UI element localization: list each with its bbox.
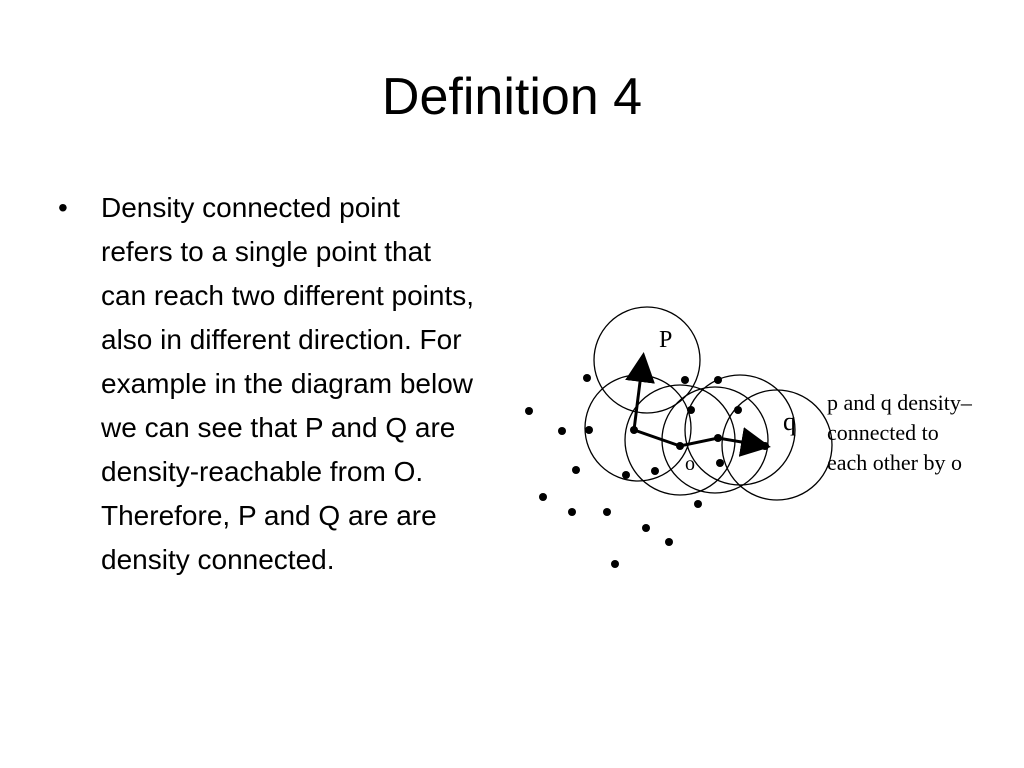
neighborhood-circle-right <box>684 374 796 486</box>
data-point <box>558 427 566 435</box>
data-point <box>734 406 742 414</box>
data-point <box>603 508 611 516</box>
neighborhood-circle-p <box>593 306 701 414</box>
density-connectivity-diagram: P o q p and q density– connected to each… <box>515 280 995 580</box>
data-point <box>585 426 593 434</box>
data-point <box>676 442 684 450</box>
bullet-list: • Density connected point refers to a si… <box>58 186 478 582</box>
data-point <box>694 500 702 508</box>
arrow-chain-to-q <box>633 427 771 457</box>
data-point <box>568 508 576 516</box>
data-point <box>651 467 659 475</box>
slide-title: Definition 4 <box>381 68 643 126</box>
data-point <box>687 406 695 414</box>
diagram-caption-line-2: connected to <box>827 420 939 445</box>
label-q: q <box>783 407 796 436</box>
data-point <box>716 459 724 467</box>
bullet-item: • Density connected point refers to a si… <box>58 186 478 582</box>
data-point <box>525 407 533 415</box>
data-point <box>761 442 769 450</box>
data-point <box>539 493 547 501</box>
data-point <box>583 374 591 382</box>
data-point <box>714 434 722 442</box>
data-point <box>611 560 619 568</box>
bullet-marker: • <box>58 192 68 223</box>
data-point <box>630 426 638 434</box>
data-point <box>572 466 580 474</box>
diagram-caption-line-3: each other by o <box>827 450 962 475</box>
data-points <box>525 374 769 568</box>
data-point <box>665 538 673 546</box>
diagram-caption-line-1: p and q density– <box>827 390 973 415</box>
neighborhood-circle-q <box>721 389 833 501</box>
data-point <box>681 376 689 384</box>
data-point <box>714 376 722 384</box>
diagram-svg: P o q p and q density– connected to each… <box>525 306 973 568</box>
label-p: P <box>659 327 672 353</box>
bullet-text: Density connected point refers to a sing… <box>101 192 475 575</box>
arrow-to-p <box>625 352 655 431</box>
label-o: o <box>685 453 695 475</box>
data-point <box>622 471 630 479</box>
data-point <box>642 524 650 532</box>
